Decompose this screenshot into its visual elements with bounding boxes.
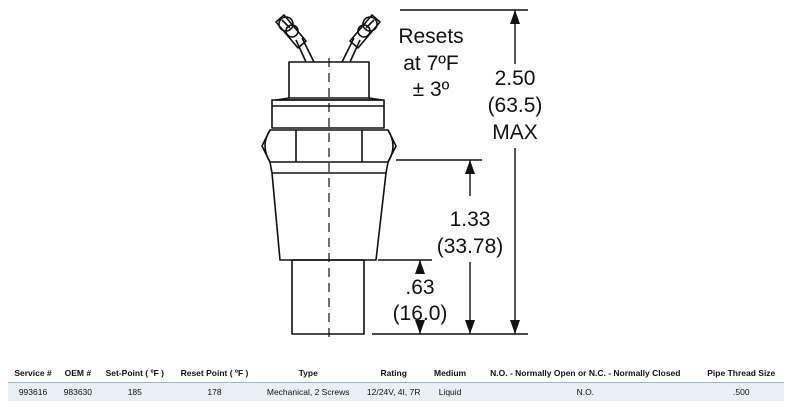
left-terminal-screw (275, 14, 315, 63)
header-oem-number: OEM # (58, 364, 98, 383)
probe-length-label: .63 (16.0) (393, 276, 448, 325)
header-set-point: Set-Point ( ºF ) (97, 364, 172, 383)
cell-type: Mechanical, 2 Screws (257, 382, 360, 401)
header-pipe-thread-size: Pipe Thread Size (698, 364, 784, 383)
header-service-number: Service # (8, 364, 58, 383)
probe-length-mm: (16.0) (393, 302, 448, 325)
overall-height-label: 2.50 (63.5) MAX (488, 67, 543, 144)
dimension-lines (372, 9, 528, 335)
cell-medium: Liquid (428, 382, 473, 401)
mid-height-label: 1.33 (33.78) (437, 208, 504, 258)
right-terminal-screw (341, 14, 381, 63)
reset-note: Resets at 7ºF ± 3º (398, 25, 463, 101)
header-rating: Rating (359, 364, 429, 383)
mid-height-inches: 1.33 (450, 208, 491, 231)
spec-table: Service # OEM # Set-Point ( ºF ) Reset P… (8, 364, 784, 401)
cell-rating: 12/24V, 4I, 7R (359, 382, 429, 401)
body-collar (271, 99, 385, 129)
header-type: Type (257, 364, 360, 383)
cell-contact-type: N.O. (472, 382, 699, 401)
header-reset-point: Reset Point ( ºF ) (171, 364, 258, 383)
cell-pipe-thread-size: .500 (698, 382, 784, 401)
reset-note-line-3: ± 3º (413, 78, 450, 101)
cell-set-point: 185 (97, 382, 172, 401)
header-contact-type: N.O. - Normally Open or N.C. - Normally … (472, 364, 699, 383)
switch-dimension-drawing: Resets at 7ºF ± 3º 2.50 (63.5) MAX 1.33 … (261, 9, 543, 340)
overall-height-mm: (63.5) (488, 94, 543, 117)
cell-oem-number: 983630 (58, 382, 98, 401)
overall-height-qualifier: MAX (492, 121, 538, 144)
header-medium: Medium (428, 364, 473, 383)
spec-table-header-row: Service # OEM # Set-Point ( ºF ) Reset P… (8, 364, 784, 383)
cell-service-number: 993616 (8, 382, 58, 401)
overall-height-inches: 2.50 (495, 67, 536, 90)
reset-note-line-1: Resets (398, 25, 463, 48)
table-row: 993616 983630 185 178 Mechanical, 2 Scre… (8, 382, 784, 401)
temperature-switch-outline (261, 14, 397, 340)
sensing-probe (291, 259, 365, 335)
mid-height-mm: (33.78) (437, 235, 504, 258)
reset-note-line-2: at 7ºF (403, 52, 459, 75)
probe-length-inches: .63 (405, 276, 434, 299)
cell-reset-point: 178 (171, 382, 258, 401)
